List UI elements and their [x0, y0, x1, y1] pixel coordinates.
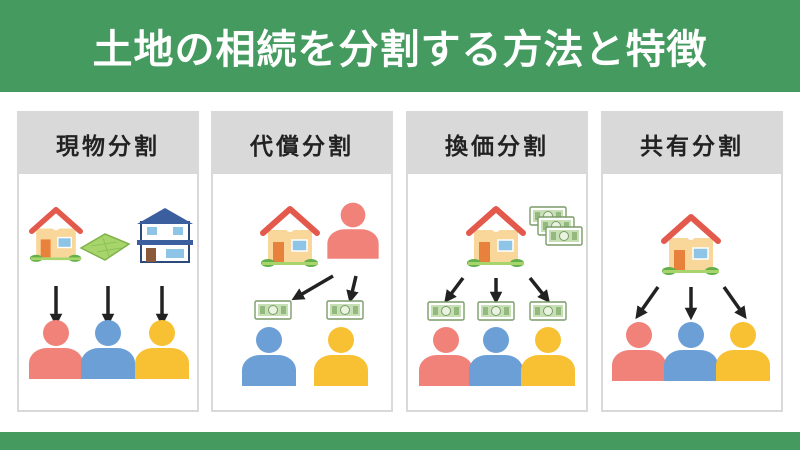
- banknote-icon: [529, 301, 567, 321]
- person-icon: [419, 327, 473, 386]
- land-icon: [79, 233, 131, 261]
- banknote-icon: [477, 301, 515, 321]
- person-icon: [521, 327, 575, 386]
- arrow-icon: [291, 274, 359, 304]
- person-icon: [612, 322, 666, 381]
- method-panel-kanka: 換価分割: [406, 111, 588, 412]
- house-icon: [467, 209, 524, 267]
- method-panel-daisho: 代償分割: [211, 111, 393, 412]
- arrow-icon: [444, 276, 550, 305]
- arrow-icon: [635, 285, 747, 321]
- person-icon: [135, 320, 189, 379]
- method-panel-genbutsu: 現物分割: [17, 111, 199, 412]
- arrow-down-icon: [49, 286, 169, 327]
- person-icon: [314, 327, 368, 386]
- banknote-icon: [427, 301, 465, 321]
- house-icon: [261, 209, 318, 267]
- method-panel-kyoyu: 共有分割: [601, 111, 783, 412]
- daisho-diagram: [242, 202, 379, 386]
- person-icon: [469, 327, 523, 386]
- panel-title: 現物分割: [19, 113, 197, 174]
- panel-title: 換価分割: [408, 113, 586, 174]
- person-icon: [242, 327, 296, 386]
- banknote-stack-icon: [529, 206, 583, 246]
- banknote-icon: [254, 300, 292, 320]
- person-icon: [664, 322, 718, 381]
- banknote-icon: [326, 300, 364, 320]
- footer-band: [0, 432, 800, 450]
- panel-title: 共有分割: [603, 113, 781, 174]
- house-2f-icon: [137, 208, 193, 263]
- panel-title: 代償分割: [213, 113, 391, 174]
- person-icon: [716, 322, 770, 381]
- person-icon: [29, 320, 83, 379]
- house-icon: [662, 217, 719, 275]
- person-icon: [81, 320, 135, 379]
- kyoyu-diagram: [612, 172, 770, 381]
- person-icon: [327, 202, 379, 259]
- kanka-diagram: [419, 172, 583, 386]
- page-title: 土地の相続を分割する方法と特徴: [0, 0, 800, 92]
- genbutsu-diagram: [19, 172, 193, 379]
- house-icon: [30, 210, 81, 262]
